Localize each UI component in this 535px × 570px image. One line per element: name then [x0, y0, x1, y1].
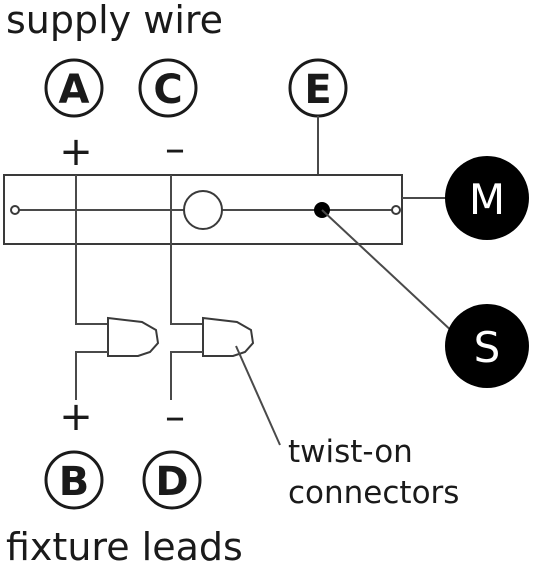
center-knockout-hole [183, 190, 223, 230]
marker-s: S [445, 304, 529, 388]
terminal-b-sign: + [59, 394, 93, 440]
supply-wire-positive [75, 175, 108, 325]
terminal-c-sign: – [165, 126, 185, 172]
terminal-b: + B [44, 394, 104, 510]
twist-on-connector-left [107, 316, 160, 357]
terminal-d-circle [142, 450, 202, 510]
terminal-a-sign: + [59, 129, 93, 175]
fixture-lead-negative [170, 351, 203, 400]
connector-label-line2: connectors [288, 475, 459, 511]
fixture-leads-caption: fixture leads [6, 525, 243, 569]
connector-label-line1: twist-on [288, 434, 413, 470]
terminal-d-sign: – [165, 394, 185, 440]
terminal-c-letter: C [153, 67, 182, 113]
terminal-b-letter: B [59, 459, 90, 505]
terminal-e-letter: E [304, 67, 331, 113]
terminal-a: A + [44, 58, 104, 175]
terminal-a-circle [44, 58, 104, 118]
twist-on-connector-right [202, 316, 255, 357]
mounting-hole-right [391, 205, 401, 215]
mounting-hole-left [10, 205, 20, 215]
marker-m: M [445, 156, 529, 240]
fixture-lead-positive [75, 351, 108, 400]
marker-m-circle [445, 156, 529, 240]
marker-m-letter: M [469, 175, 505, 224]
terminal-c-circle [138, 58, 198, 118]
terminal-a-letter: A [59, 67, 90, 113]
marker-s-letter: S [474, 323, 501, 372]
terminal-d-letter: D [155, 459, 188, 505]
marker-s-circle [445, 304, 529, 388]
terminal-e: E [288, 58, 348, 118]
terminal-b-circle [44, 450, 104, 510]
connector-left-body [107, 316, 160, 357]
terminal-c: C – [138, 58, 198, 172]
marker-s-leader [321, 209, 457, 336]
supply-wire-negative [170, 175, 203, 325]
supply-wire-caption: supply wire [6, 0, 223, 42]
connector-right-body [202, 316, 255, 357]
connector-leader-line [235, 345, 281, 446]
terminal-d: – D [142, 394, 202, 510]
